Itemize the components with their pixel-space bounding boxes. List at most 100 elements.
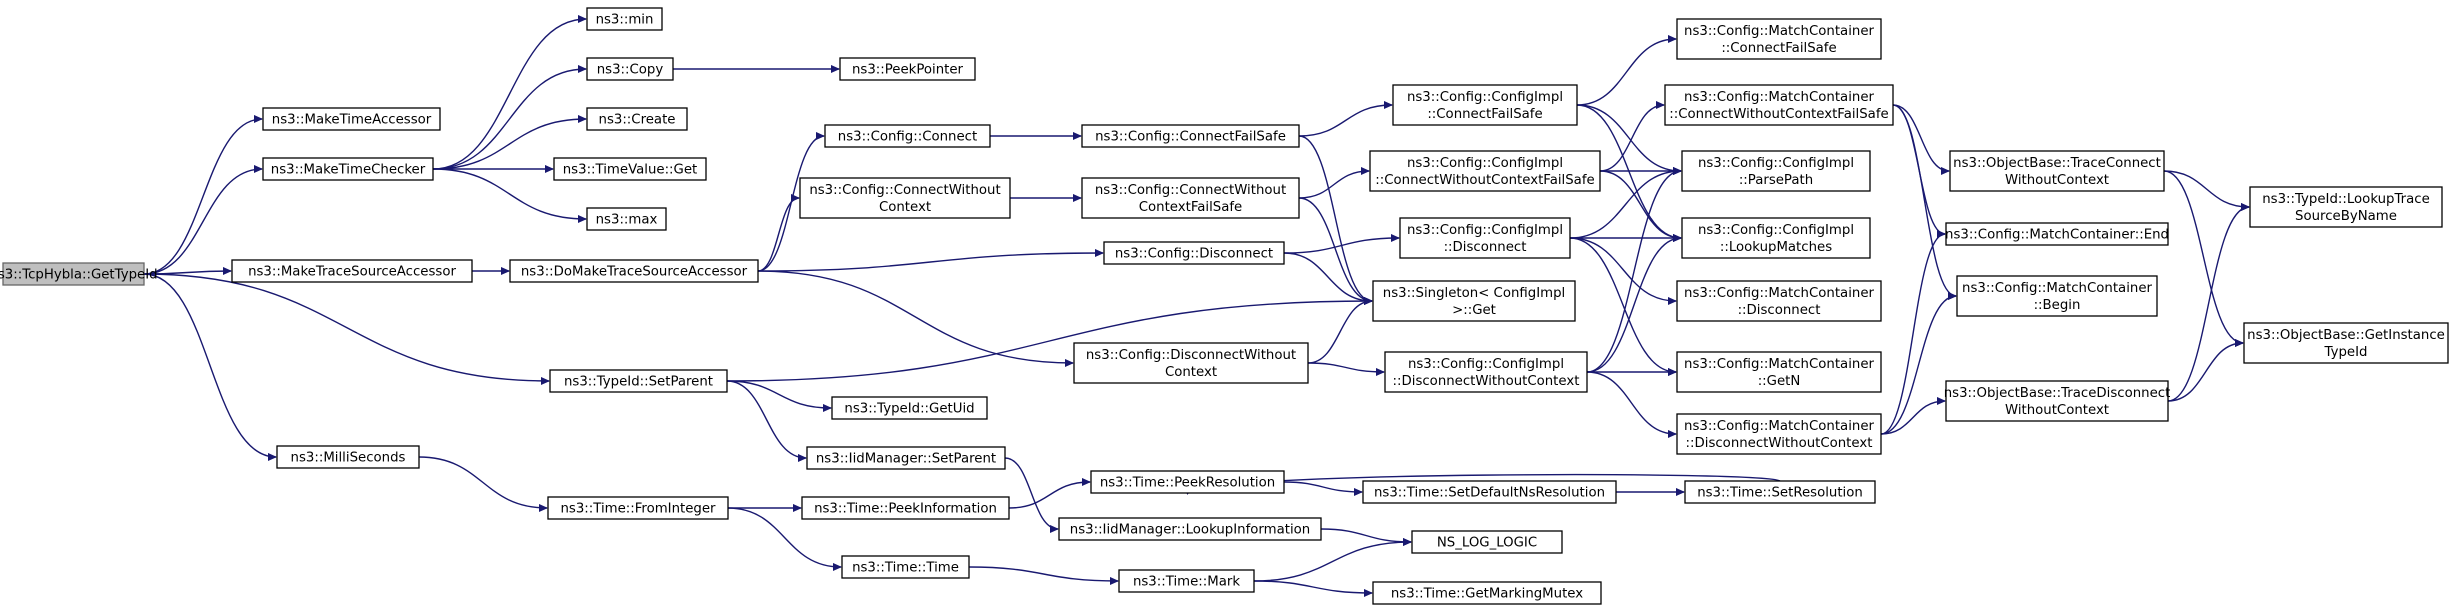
node-timeFromInteger[interactable]: ns3::Time::FromInteger (547, 496, 729, 520)
node-timeTime[interactable]: ns3::Time::Time (841, 555, 970, 579)
node-box[interactable] (1372, 280, 1576, 322)
node-typeIdSetParent[interactable]: ns3::TypeId::SetParent (549, 369, 728, 393)
node-makeTimeAccessor[interactable]: ns3::MakeTimeAccessor (262, 107, 441, 131)
node-box[interactable] (1411, 530, 1563, 554)
node-iidSetParent[interactable]: ns3::IidManager::SetParent (806, 446, 1006, 470)
node-configConnectFailSafe[interactable]: ns3::Config::ConnectFailSafe (1081, 124, 1300, 148)
node-copy[interactable]: ns3::Copy (586, 57, 674, 81)
node-box[interactable] (1118, 569, 1255, 593)
node-timeValueGet[interactable]: ns3::TimeValue::Get (553, 157, 707, 181)
node-box[interactable] (1081, 124, 1300, 148)
node-box[interactable] (1681, 217, 1871, 259)
node-box[interactable] (1081, 177, 1300, 219)
node-box[interactable] (1362, 480, 1617, 504)
node-box[interactable] (549, 369, 728, 393)
node-timeSetResolution[interactable]: ns3::Time::SetResolution (1684, 480, 1876, 504)
node-box[interactable] (1372, 581, 1602, 605)
node-typeIdGetUid[interactable]: ns3::TypeId::GetUid (831, 396, 988, 420)
node-box[interactable] (1384, 351, 1588, 393)
node-box[interactable] (1073, 342, 1309, 384)
node-box[interactable] (831, 396, 988, 420)
node-box[interactable] (262, 157, 434, 181)
node-milliSeconds[interactable]: ns3::MilliSeconds (276, 445, 420, 469)
node-box[interactable] (586, 57, 674, 81)
node-configDisconnect[interactable]: ns3::Config::Disconnect (1103, 241, 1285, 265)
node-box[interactable] (1684, 480, 1876, 504)
node-box[interactable] (1369, 150, 1601, 192)
node-box[interactable] (586, 107, 688, 131)
node-mcDisconnect[interactable]: ns3::Config::MatchContainer::Disconnect (1676, 280, 1882, 322)
node-max[interactable]: ns3::max (586, 207, 667, 231)
node-box[interactable] (509, 259, 759, 283)
node-mcBegin[interactable]: ns3::Config::MatchContainer::Begin (1956, 275, 2158, 317)
node-box[interactable] (1681, 150, 1871, 192)
node-box[interactable] (586, 7, 663, 31)
node-box[interactable] (1676, 413, 1882, 455)
node-box[interactable] (1956, 275, 2158, 317)
node-implParsePath[interactable]: ns3::Config::ConfigImpl::ParsePath (1681, 150, 1871, 192)
node-timeMark[interactable]: ns3::Time::Mark (1118, 569, 1255, 593)
node-mcConnectFailSafe[interactable]: ns3::Config::MatchContainer::ConnectFail… (1676, 18, 1882, 60)
node-box[interactable] (806, 446, 1006, 470)
node-implLookupMatches[interactable]: ns3::Config::ConfigImpl::LookupMatches (1681, 217, 1871, 259)
node-doMakeTraceSourceAccessor[interactable]: ns3::DoMakeTraceSourceAccessor (509, 259, 759, 283)
node-box[interactable] (1090, 470, 1285, 494)
node-box[interactable] (1058, 517, 1322, 541)
node-create[interactable]: ns3::Create (586, 107, 688, 131)
node-box[interactable] (1676, 280, 1882, 322)
node-box[interactable] (2249, 186, 2443, 228)
node-timePeekResolution[interactable]: ns3::Time::PeekResolution (1090, 470, 1285, 494)
node-box[interactable] (841, 555, 970, 579)
node-iidLookupInformation[interactable]: ns3::IidManager::LookupInformation (1058, 517, 1322, 541)
node-box[interactable] (262, 107, 441, 131)
node-peekPointer[interactable]: ns3::PeekPointer (839, 57, 976, 81)
node-mcEnd[interactable]: ns3::Config::MatchContainer::End (1945, 222, 2169, 246)
node-timeSetDefaultNsResolution[interactable]: ns3::Time::SetDefaultNsResolution (1362, 480, 1617, 504)
node-box[interactable] (801, 496, 1010, 520)
node-root[interactable]: ns3::TcpHybla::GetTypeId (0, 262, 158, 286)
node-configConnectWithoutContext[interactable]: ns3::Config::ConnectWithoutContext (799, 177, 1011, 219)
node-box[interactable] (231, 259, 473, 283)
node-makeTimeChecker[interactable]: ns3::MakeTimeChecker (262, 157, 434, 181)
node-box[interactable] (586, 207, 667, 231)
node-label: ::DisconnectWithoutContext (1686, 436, 1873, 451)
node-implDisconnectWithoutContext[interactable]: ns3::Config::ConfigImpl::DisconnectWitho… (1384, 351, 1588, 393)
node-box[interactable] (547, 496, 729, 520)
node-box[interactable] (799, 177, 1011, 219)
node-box[interactable] (2243, 322, 2449, 364)
node-box[interactable] (1945, 222, 2169, 246)
node-makeTraceSourceAccessor[interactable]: ns3::MakeTraceSourceAccessor (231, 259, 473, 283)
node-mcGetN[interactable]: ns3::Config::MatchContainer::GetN (1676, 351, 1882, 393)
node-min[interactable]: ns3::min (586, 7, 663, 31)
node-box[interactable] (1392, 84, 1578, 126)
node-configConnectWithoutContextFailSafe[interactable]: ns3::Config::ConnectWithoutContextFailSa… (1081, 177, 1300, 219)
node-obTraceDisconnectWithoutContext[interactable]: ns3::ObjectBase::TraceDisconnectWithoutC… (1944, 380, 2171, 422)
node-box[interactable] (1945, 380, 2169, 422)
node-box[interactable] (1103, 241, 1285, 265)
node-implConnectFailSafe[interactable]: ns3::Config::ConfigImpl::ConnectFailSafe (1392, 84, 1578, 126)
node-box[interactable] (1664, 84, 1894, 126)
node-box[interactable] (1676, 18, 1882, 60)
node-box[interactable] (1399, 217, 1571, 259)
node-singletonGet[interactable]: ns3::Singleton< ConfigImpl>::Get (1372, 280, 1576, 322)
node-configDisconnectWithoutContext[interactable]: ns3::Config::DisconnectWithoutContext (1073, 342, 1309, 384)
node-implDisconnect[interactable]: ns3::Config::ConfigImpl::Disconnect (1399, 217, 1571, 259)
node-box[interactable] (2, 262, 145, 286)
node-box[interactable] (1676, 351, 1882, 393)
edge-implDisconnectWithoutContext-to-implParsePath (1586, 171, 1681, 373)
node-timePeekInformation[interactable]: ns3::Time::PeekInformation (801, 496, 1010, 520)
node-implConnectWithoutContextFailSafe[interactable]: ns3::Config::ConfigImpl::ConnectWithoutC… (1369, 150, 1601, 192)
node-box[interactable] (276, 445, 420, 469)
node-configConnect[interactable]: ns3::Config::Connect (824, 124, 991, 148)
node-box[interactable] (824, 124, 991, 148)
node-obTraceConnectWithoutContext[interactable]: ns3::ObjectBase::TraceConnectWithoutCont… (1949, 150, 2165, 192)
node-box[interactable] (839, 57, 976, 81)
node-nsLogLogic[interactable]: NS_LOG_LOGIC (1411, 530, 1563, 554)
node-mcConnectWithoutContextFailSafe[interactable]: ns3::Config::MatchContainer::ConnectWith… (1664, 84, 1894, 126)
node-timeGetMarkingMutex[interactable]: ns3::Time::GetMarkingMutex (1372, 581, 1602, 605)
node-mcDisconnectWithoutContext[interactable]: ns3::Config::MatchContainer::DisconnectW… (1676, 413, 1882, 455)
node-box[interactable] (553, 157, 707, 181)
node-box[interactable] (1949, 150, 2165, 192)
